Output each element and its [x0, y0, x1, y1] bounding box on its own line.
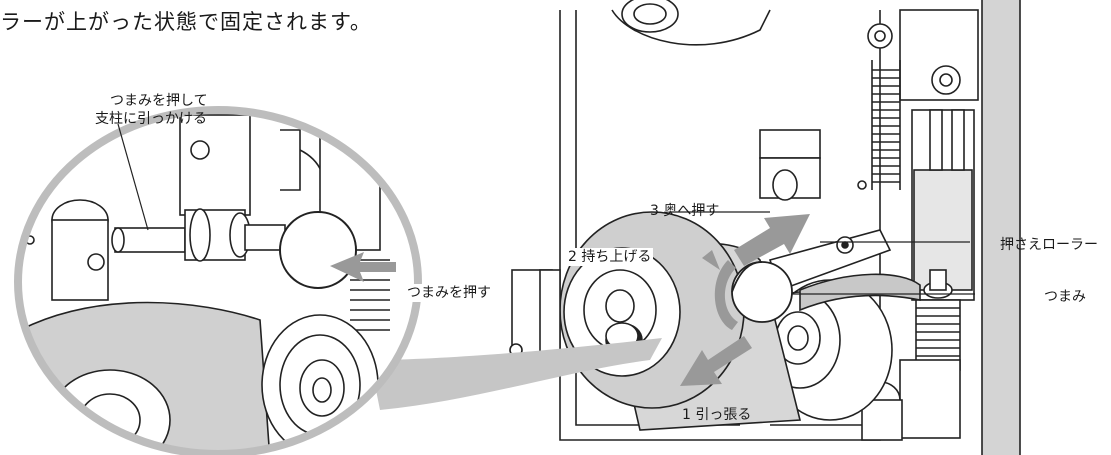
callout-step3: 3 奥へ押す [650, 203, 720, 219]
heading-text: ラーが上がった状態で固定されます。 [0, 10, 372, 34]
leader-lines [670, 211, 975, 295]
callout-hook-line1: つまみを押して [110, 93, 208, 109]
callout-knob: つまみ [1044, 289, 1086, 305]
callout-step1: 1 引っ張る [682, 407, 752, 423]
zoom-detail [14, 106, 422, 455]
knob-part [731, 261, 793, 323]
zoom-connector [370, 338, 662, 410]
motion-arrows [680, 214, 810, 386]
callout-push-knob: つまみを押す [405, 284, 493, 302]
tension-spring [872, 69, 900, 183]
callout-step2: 2 持ち上げる [566, 248, 654, 266]
callout-hook-line2: 支柱に引っかける [95, 111, 207, 127]
roller-bracket [740, 109, 975, 441]
callout-pressure-roller: 押さえローラー [1000, 237, 1098, 253]
